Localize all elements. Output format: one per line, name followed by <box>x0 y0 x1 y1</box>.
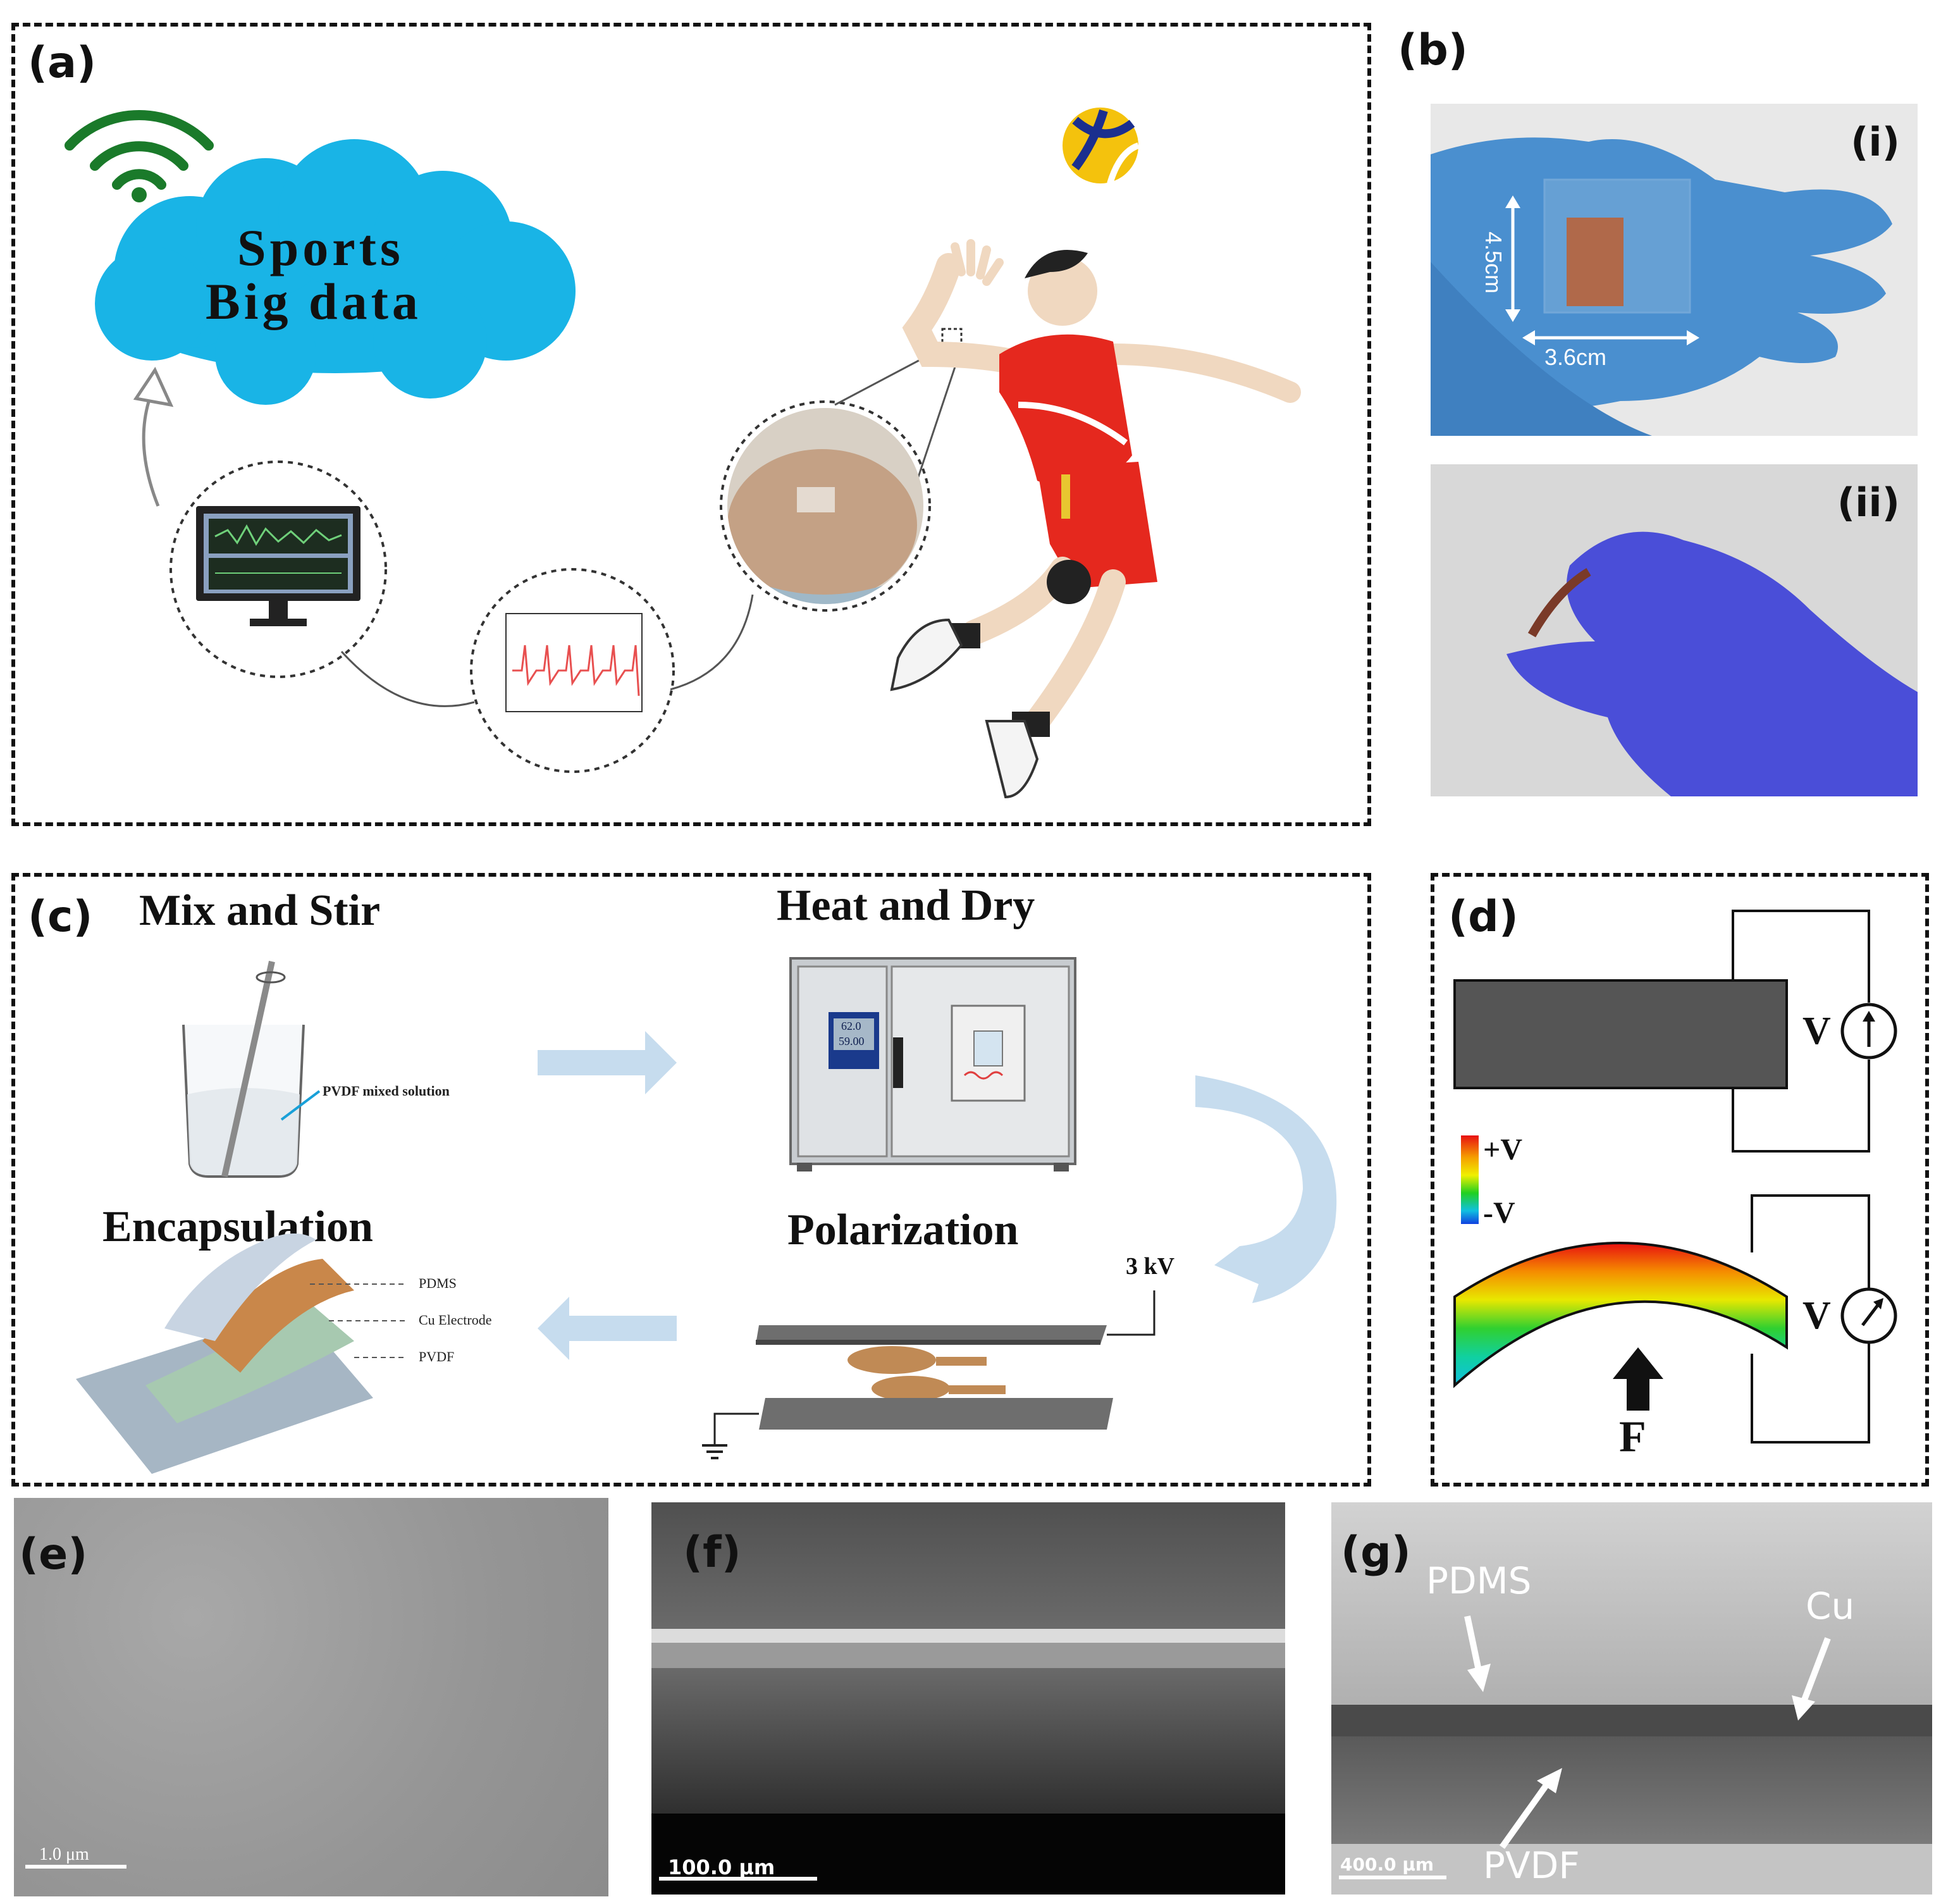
scale-label-e: 1.0 μm <box>39 1845 89 1864</box>
oven-display-1: 62.0 <box>841 1020 861 1032</box>
annotation-pdms: PDMS <box>1426 1559 1532 1602</box>
panel-c-frame <box>11 873 1371 1487</box>
cloud-text-line1: Sports <box>237 219 404 276</box>
dimension-horizontal: 3.6cm <box>1544 344 1607 370</box>
panel-a-frame <box>11 23 1371 826</box>
player-illustration <box>890 239 1301 799</box>
glove-photo-bent: (ii) <box>1431 464 1918 796</box>
polarization-setup <box>702 1290 1155 1459</box>
oven-icon <box>789 957 1076 1171</box>
force-label: F <box>1619 1413 1646 1461</box>
monitor-icon <box>196 506 360 626</box>
panel-c-label: (c) <box>28 892 93 942</box>
sem-image-g: (g) PDMS Cu PVDF 400.0 μm <box>1331 1502 1932 1895</box>
panel-a-label: (a) <box>28 38 97 88</box>
undeformed-sample <box>1453 910 1897 1153</box>
subpanel-ii-label: (ii) <box>1837 479 1900 526</box>
upload-arrow <box>142 392 160 507</box>
step-mix-stir: Mix and Stir <box>139 886 381 935</box>
step-polarization: Polarization <box>787 1206 1019 1254</box>
layer-label-cu: Cu Electrode <box>419 1312 492 1328</box>
deformed-sample <box>1453 1194 1897 1443</box>
beaker-icon <box>182 960 321 1178</box>
step-encapsulation: Encapsulation <box>102 1202 373 1251</box>
scale-bar-e <box>25 1865 126 1869</box>
color-scale-max: +V <box>1483 1133 1523 1166</box>
volleyball-icon <box>1063 108 1140 185</box>
pvdf-solution-label: PVDF mixed solution <box>323 1083 450 1099</box>
scale-label-g: 400.0 μm <box>1340 1854 1434 1875</box>
voltage-label: 3 kV <box>1126 1253 1175 1280</box>
panel-d-label: (d) <box>1448 892 1519 942</box>
panel-g-label: (g) <box>1341 1528 1411 1578</box>
panel-b-label: (b) <box>1398 25 1468 75</box>
subpanel-i-label: (i) <box>1851 119 1900 165</box>
layer-label-pdms: PDMS <box>419 1275 457 1291</box>
sem-image-f: (f) 100.0 μm <box>651 1502 1285 1895</box>
color-scale-min: -V <box>1483 1196 1515 1230</box>
oven-display-2: 59.00 <box>839 1035 865 1048</box>
arrow-right <box>538 1031 677 1094</box>
force-arrow <box>1613 1347 1663 1411</box>
scale-label-f: 100.0 μm <box>668 1855 775 1879</box>
sem-image-e: (e) 1.0 μm <box>14 1498 608 1896</box>
annotation-pvdf: PVDF <box>1483 1844 1580 1887</box>
annotation-cu: Cu <box>1806 1585 1855 1628</box>
cloud-text-line2: Big data <box>206 273 422 330</box>
glove-photo-flat: 4.5cm 3.6cm (i) <box>1431 104 1918 436</box>
arrow-curved <box>1195 1075 1337 1303</box>
arrow-left <box>538 1297 677 1360</box>
encapsulation-layers <box>76 1233 405 1474</box>
cloud-shape <box>95 139 576 405</box>
voltmeter-label-top: V <box>1802 1010 1831 1053</box>
voltmeter-label-bottom: V <box>1802 1294 1831 1337</box>
layer-label-pvdf: PVDF <box>419 1349 455 1364</box>
panel-f-label: (f) <box>683 1528 741 1578</box>
step-heat-dry: Heat and Dry <box>777 881 1035 930</box>
skin-sensor-photo <box>727 408 923 604</box>
scale-bar-f <box>659 1877 817 1881</box>
panel-e-label: (e) <box>19 1530 88 1579</box>
voltage-graph <box>505 613 643 712</box>
wifi-icon <box>65 110 214 190</box>
color-scale-bar <box>1461 1135 1479 1224</box>
scale-bar-g <box>1339 1876 1446 1879</box>
panel-d-frame <box>1431 873 1929 1487</box>
